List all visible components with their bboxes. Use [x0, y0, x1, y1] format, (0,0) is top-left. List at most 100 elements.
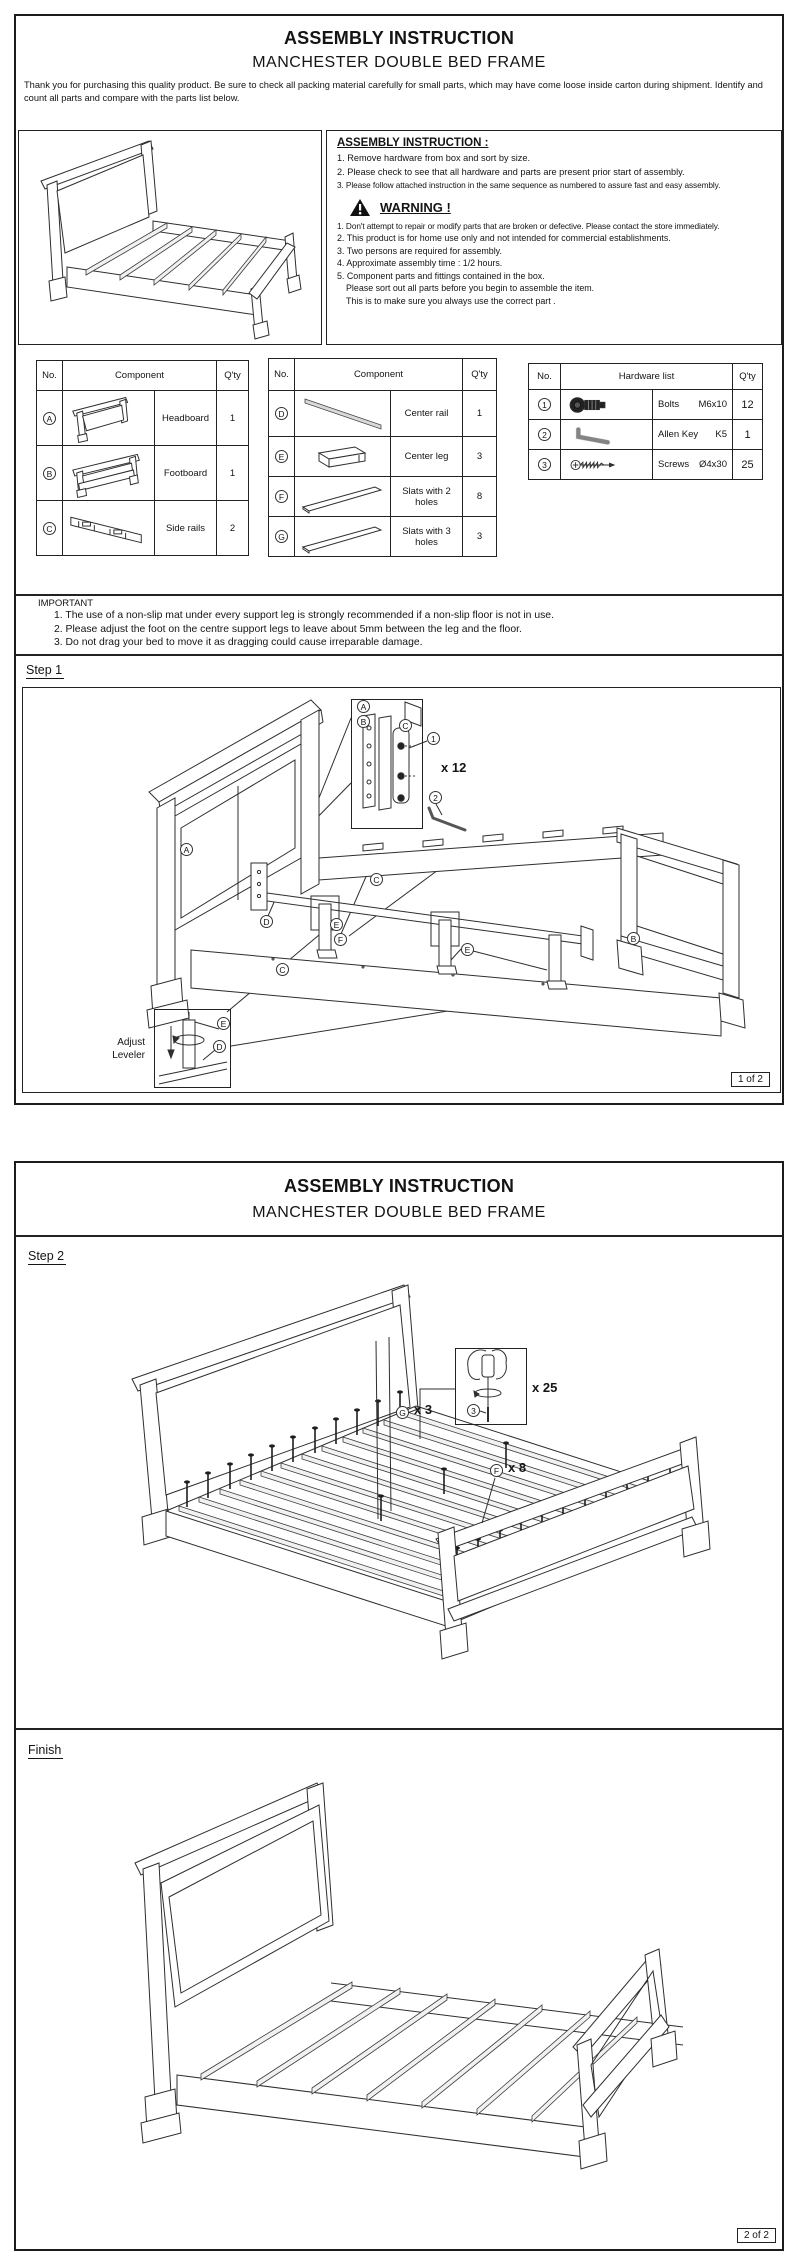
- part-qty: 1: [216, 390, 249, 446]
- important-item: 1. The use of a non-slip mat under every…: [54, 610, 554, 621]
- intro-paragraph: Thank you for purchasing this quality pr…: [24, 80, 763, 103]
- warning-item: 1. Don't attempt to repair or modify par…: [337, 220, 720, 231]
- warning-item: 2. This product is for home use only and…: [337, 233, 671, 244]
- page-title: ASSEMBLY INSTRUCTION: [283, 28, 515, 48]
- part-name: Side rails: [154, 500, 217, 556]
- col-header-no: No.: [268, 358, 295, 391]
- col-header-hardware: Hardware list: [560, 363, 733, 390]
- label-leveler-rail: D: [213, 1040, 226, 1053]
- label-slat-3holes: G: [396, 1406, 409, 1419]
- label-leveler-leg: E: [217, 1017, 230, 1030]
- warning-triangle-icon: [350, 198, 370, 216]
- label-bolt-number: 1: [427, 732, 440, 745]
- bed-thumbnail-drawing: [40, 140, 302, 340]
- finish-divider: [16, 1728, 782, 1730]
- hardware-number: 2: [538, 428, 551, 441]
- important-item: 3. Do not drag your bed to move it as dr…: [54, 637, 423, 648]
- slat-2holes-part-icon: [301, 485, 383, 514]
- part-name: Center leg: [390, 436, 463, 477]
- part-name: Slats with 2 holes: [390, 476, 463, 517]
- bed-thumbnail-box: [18, 130, 322, 345]
- hardware-size: Ø4x30: [699, 459, 727, 470]
- col-header-no: No.: [528, 363, 561, 390]
- part-letter: C: [43, 521, 56, 535]
- headboard-part-icon: [72, 396, 129, 443]
- label-a-inset: A: [357, 700, 370, 713]
- label-allenkey-number: 2: [429, 791, 442, 804]
- center-rail-part-icon: [304, 397, 382, 430]
- label-b-inset: B: [357, 715, 370, 728]
- assembly-step: 2. Please check to see that all hardware…: [337, 166, 685, 177]
- table-row: D Center rail 1: [268, 390, 497, 437]
- components-table-mid: No. Component Q'ty D Center rail 1 E Cen…: [268, 358, 497, 557]
- label-center-leg-right: E: [461, 943, 474, 956]
- part-letter: A: [43, 411, 56, 425]
- page2-header: ASSEMBLY INSTRUCTION MANCHESTER DOUBLE B…: [16, 1163, 782, 1237]
- table-row: B Footboard 1: [36, 445, 249, 501]
- slat-3holes-part-icon: [301, 525, 383, 554]
- table-row: G Slats with 3 holes 3: [268, 516, 497, 557]
- table-row: C Side rails 2: [36, 500, 249, 556]
- label-headboard: A: [180, 843, 193, 856]
- bolt-qty-callout: x 12: [441, 760, 467, 775]
- hardware-name: Bolts: [658, 399, 680, 410]
- side-rail-part-icon: [70, 516, 142, 544]
- step1-label: Step 1: [26, 663, 65, 679]
- assembly-step: 3. Please follow attached instruction in…: [337, 180, 721, 190]
- screw-icon: [570, 459, 616, 470]
- hardware-name: Allen Key: [658, 429, 699, 440]
- part-qty: 3: [462, 516, 497, 557]
- part-letter: F: [275, 490, 288, 503]
- part-name: Slats with 3 holes: [390, 516, 463, 557]
- assembly-instruction-box: ASSEMBLY INSTRUCTION : 1. Remove hardwar…: [326, 130, 782, 345]
- components-table-left: No. Component Q'ty A Headboard 1 B: [36, 360, 249, 556]
- allen-key-icon: [575, 426, 611, 445]
- part-qty: 1: [216, 445, 249, 501]
- leveler-inset-box: [154, 1009, 231, 1088]
- label-screw-number: 3: [467, 1404, 480, 1417]
- label-siderail-front: C: [276, 963, 289, 976]
- finish-label: Finish: [28, 1743, 64, 1759]
- col-header-component: Component: [294, 358, 463, 391]
- step2-inset-box: [455, 1348, 527, 1425]
- part-name: Center rail: [390, 390, 463, 437]
- screw-qty-callout: x 25: [532, 1380, 558, 1395]
- col-header-no: No.: [36, 360, 63, 391]
- part-qty: 8: [462, 476, 497, 517]
- important-heading: IMPORTANT: [38, 598, 94, 609]
- finish-drawing: [134, 1782, 684, 2170]
- col-header-qty: Q'ty: [216, 360, 249, 391]
- label-c-inset: C: [399, 719, 412, 732]
- page-title: ASSEMBLY INSTRUCTION: [283, 1176, 515, 1196]
- label-slats: F: [334, 933, 347, 946]
- label-center-rail: D: [260, 915, 273, 928]
- col-header-qty: Q'ty: [462, 358, 497, 391]
- col-header-qty: Q'ty: [732, 363, 763, 390]
- part-letter: B: [43, 466, 56, 480]
- label-footboard: B: [627, 932, 640, 945]
- part-name: Footboard: [154, 445, 217, 501]
- slat-3holes-qty: x 3: [414, 1402, 433, 1417]
- part-qty: 2: [216, 500, 249, 556]
- hardware-name: Screws: [658, 459, 690, 470]
- col-header-component: Component: [62, 360, 217, 391]
- important-box: IMPORTANT 1. The use of a non-slip mat u…: [16, 594, 782, 656]
- warning-item: This is to make sure you always use the …: [346, 296, 556, 307]
- center-leg-part-icon: [317, 445, 367, 468]
- hardware-number: 1: [538, 398, 551, 411]
- warning-item: Please sort out all parts before you beg…: [346, 283, 595, 294]
- part-qty: 3: [462, 436, 497, 477]
- hardware-size: M6x10: [698, 399, 727, 410]
- hardware-qty: 1: [732, 419, 763, 450]
- assembly-box-heading: ASSEMBLY INSTRUCTION :: [337, 137, 489, 149]
- page-number-badge: 2 of 2: [736, 2228, 776, 2243]
- table-row: A Headboard 1: [36, 390, 249, 446]
- warning-item: 4. Approximate assembly time : 1/2 hours…: [337, 258, 503, 269]
- part-qty: 1: [462, 390, 497, 437]
- page-2: ASSEMBLY INSTRUCTION MANCHESTER DOUBLE B…: [14, 1161, 784, 2251]
